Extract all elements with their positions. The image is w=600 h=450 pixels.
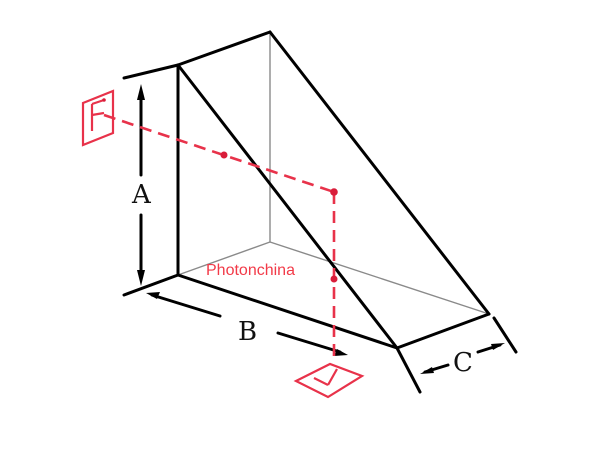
dimension-a: A (122, 63, 180, 297)
input-f-marker (81, 89, 115, 147)
dimension-b: B (146, 292, 348, 356)
output-f-marker (293, 362, 365, 399)
dimension-c: C (395, 316, 518, 394)
prism-outline (176, 30, 491, 350)
light-beam-path (103, 113, 338, 362)
dimension-b-label: B (238, 317, 257, 347)
arrow-down-icon (137, 270, 145, 286)
arrow-left-icon (420, 367, 434, 374)
dimension-a-label: A (131, 180, 152, 210)
arrow-up-icon (137, 84, 145, 100)
arrow-left-icon (146, 292, 160, 299)
beam-reflection-point (330, 188, 338, 196)
watermark-text: Photonchina (206, 262, 295, 279)
beam-point (220, 151, 228, 159)
arrow-right-icon (334, 349, 348, 356)
arrow-right-icon (491, 343, 505, 350)
dimension-c-label: C (453, 348, 473, 378)
hidden-edges (177, 32, 490, 315)
beam-point (330, 275, 338, 283)
